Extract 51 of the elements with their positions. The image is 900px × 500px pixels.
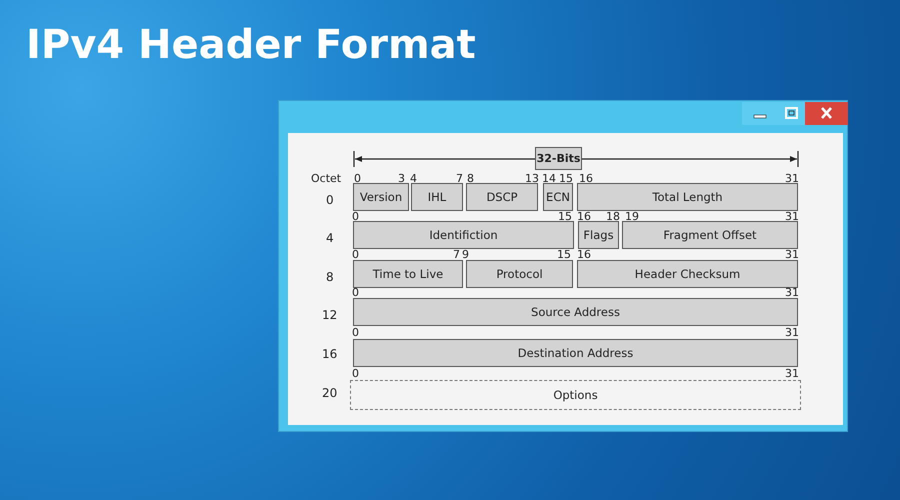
header-field-box: Total Length	[577, 183, 798, 211]
octet-offset: 12	[322, 309, 338, 321]
bit-number: 16	[577, 249, 591, 261]
page-title: IPv4 Header Format	[26, 22, 476, 68]
header-field-box: Protocol	[466, 260, 573, 288]
bit-number: 0	[352, 368, 359, 380]
bit-number: 0	[354, 173, 361, 185]
header-field-box: IHL	[411, 183, 463, 211]
bit-number: 4	[410, 173, 417, 185]
bit-number: 31	[785, 368, 799, 380]
header-field-box: Destination Address	[353, 339, 798, 367]
header-field-box: Time to Live	[353, 260, 463, 288]
bit-number: 18	[606, 211, 620, 223]
header-field-box: Identifiction	[353, 221, 574, 249]
octet-offset: 20	[322, 387, 338, 399]
bit-number: 0	[352, 249, 359, 261]
bit-number: 15	[558, 211, 572, 223]
optional-field-box: Options	[350, 380, 801, 410]
column-heading: Octet	[311, 173, 342, 185]
bit-number: 7	[456, 173, 463, 185]
header-field-box: Flags	[578, 221, 619, 249]
octet-offset: 8	[326, 271, 334, 283]
bit-number: 0	[352, 327, 359, 339]
bit-number: 0	[352, 287, 359, 299]
octet-offset: 4	[326, 232, 334, 244]
bit-number: 31	[785, 211, 799, 223]
bit-number: 3	[398, 173, 405, 185]
header-field-box: DSCP	[466, 183, 538, 211]
bit-number: 13	[525, 173, 539, 185]
octet-offset: 0	[326, 194, 334, 206]
bit-number: 8	[467, 173, 474, 185]
bit-number: 15	[559, 173, 573, 185]
octet-offset: 16	[322, 348, 338, 360]
bit-number: 9	[462, 249, 469, 261]
header-field-box: ECN	[543, 183, 573, 211]
header-field-box: Header Checksum	[577, 260, 798, 288]
bit-number: 0	[352, 211, 359, 223]
bit-number: 16	[579, 173, 593, 185]
bit-number: 31	[785, 327, 799, 339]
bit-number: 31	[785, 249, 799, 261]
bit-number: 31	[785, 173, 799, 185]
bit-number: 16	[577, 211, 591, 223]
header-field-box: Source Address	[353, 298, 798, 326]
bit-number: 19	[625, 211, 639, 223]
bit-number: 15	[557, 249, 571, 261]
bit-number: 14	[542, 173, 556, 185]
bit-number: 7	[453, 249, 460, 261]
bit-number: 31	[785, 287, 799, 299]
bit-width-label: 32-Bits	[535, 147, 582, 170]
header-field-box: Version	[353, 183, 409, 211]
header-field-box: Fragment Offset	[622, 221, 798, 249]
